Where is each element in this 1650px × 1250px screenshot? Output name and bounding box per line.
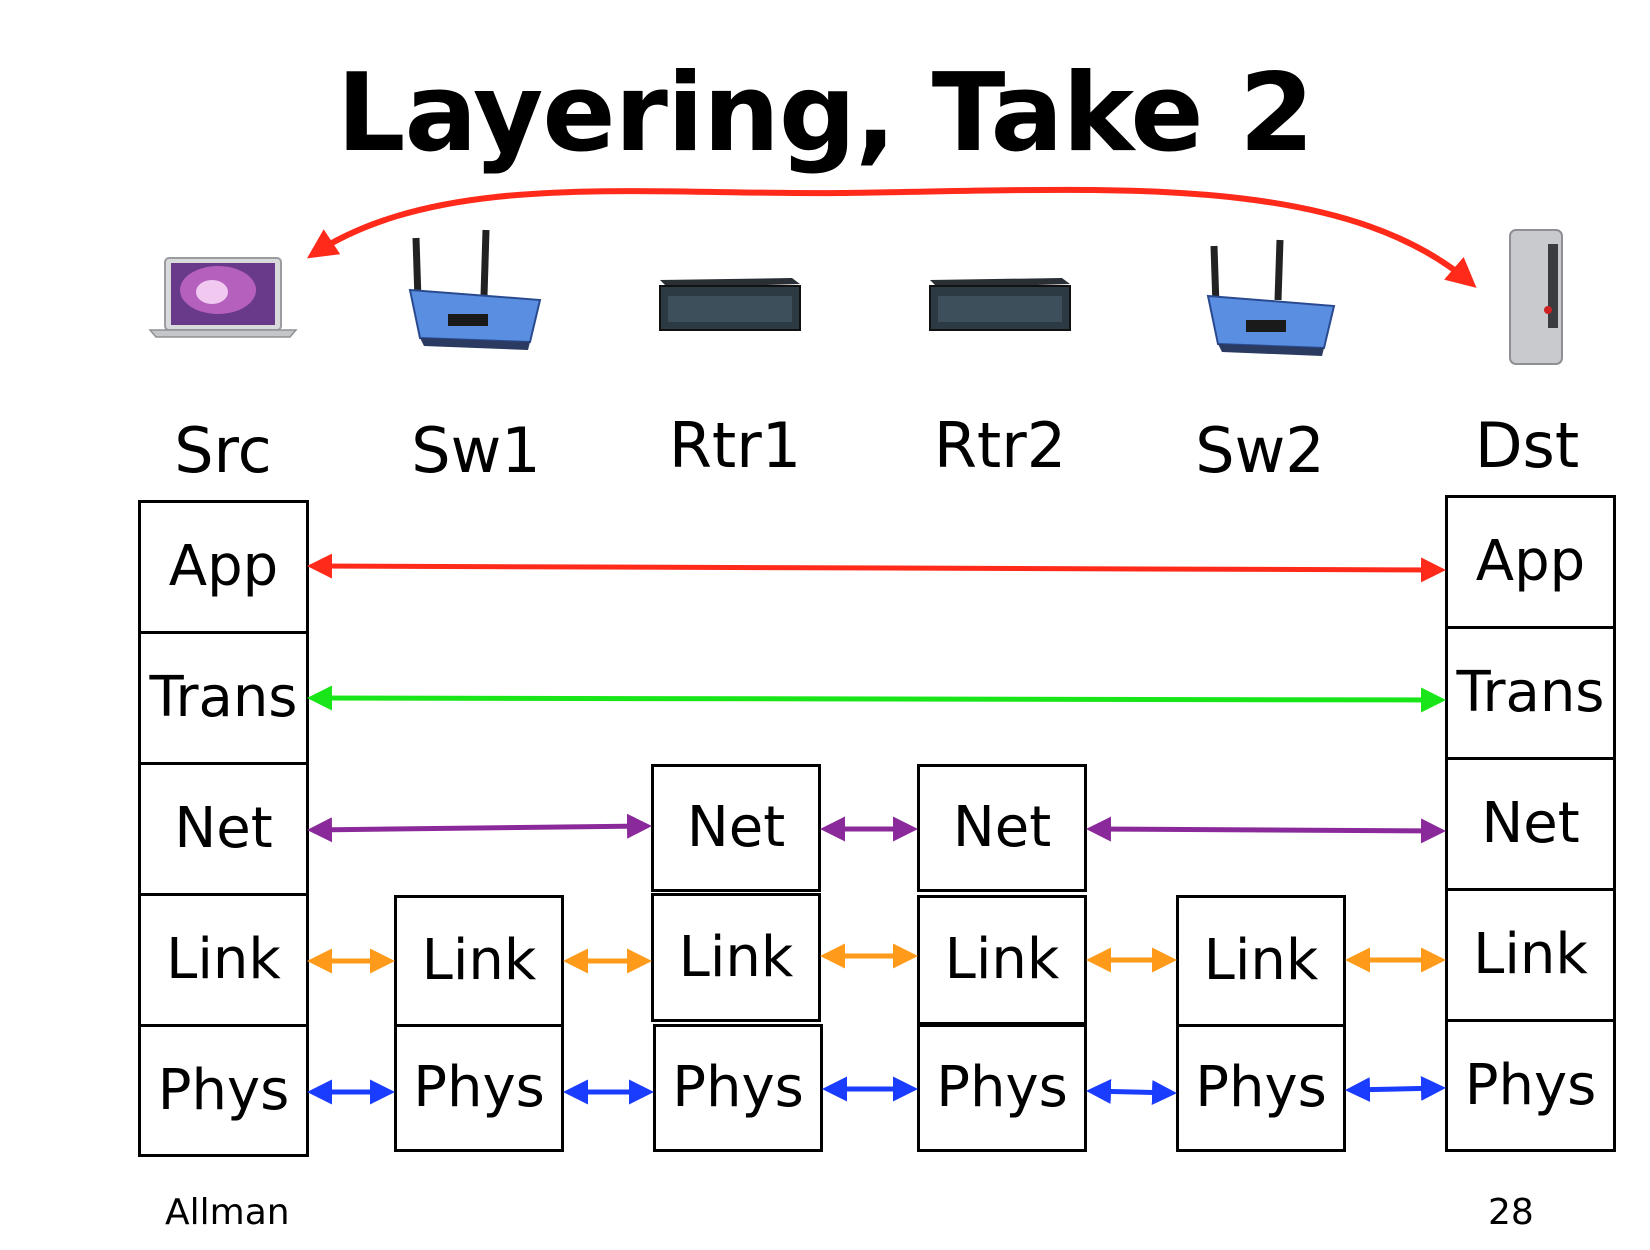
laptop-icon bbox=[148, 257, 298, 338]
sw2-layer-phys: Phys bbox=[1176, 1024, 1346, 1152]
node-label-src: Src bbox=[174, 414, 272, 487]
sw1-layer-link: Link bbox=[394, 895, 564, 1027]
node-label-sw2: Sw2 bbox=[1195, 414, 1325, 487]
phys-arrow bbox=[1086, 1078, 1177, 1106]
net-arrow bbox=[307, 813, 652, 843]
dst-layer-net: Net bbox=[1445, 757, 1616, 891]
rtr2-layer-phys: Phys bbox=[917, 1024, 1087, 1152]
node-label-rtr1: Rtr1 bbox=[668, 409, 802, 482]
node-label-sw1: Sw1 bbox=[411, 414, 541, 487]
slide-title: Layering, Take 2 bbox=[336, 51, 1315, 176]
dst-layer-link: Link bbox=[1445, 888, 1616, 1022]
trans-arrow bbox=[307, 685, 1446, 713]
footer-author: Allman bbox=[165, 1192, 290, 1233]
dst-layer-phys: Phys bbox=[1445, 1019, 1616, 1152]
end-to-end-arrow bbox=[306, 186, 1477, 288]
dst-layer-trans: Trans bbox=[1445, 626, 1616, 760]
phys-arrow bbox=[1345, 1075, 1446, 1103]
dst-layer-app: App bbox=[1445, 495, 1616, 629]
rtr2-layer-net: Net bbox=[917, 764, 1087, 892]
rtr2-layer-link: Link bbox=[917, 895, 1087, 1025]
rtr1-layer-net: Net bbox=[651, 764, 821, 892]
blade-server-icon bbox=[1509, 229, 1563, 365]
src-layer-trans: Trans bbox=[138, 631, 309, 765]
sw2-layer-link: Link bbox=[1176, 895, 1346, 1027]
src-layer-phys: Phys bbox=[138, 1024, 309, 1157]
src-layer-link: Link bbox=[138, 893, 309, 1027]
sw1-layer-phys: Phys bbox=[394, 1024, 564, 1152]
footer-page-number: 28 bbox=[1488, 1192, 1534, 1233]
net-arrow bbox=[1086, 816, 1446, 844]
rtr1-layer-link: Link bbox=[651, 893, 821, 1022]
rtr1-layer-phys: Phys bbox=[653, 1024, 823, 1152]
node-label-dst: Dst bbox=[1474, 409, 1580, 482]
node-label-rtr2: Rtr2 bbox=[933, 409, 1067, 482]
app-arrow bbox=[307, 553, 1446, 583]
